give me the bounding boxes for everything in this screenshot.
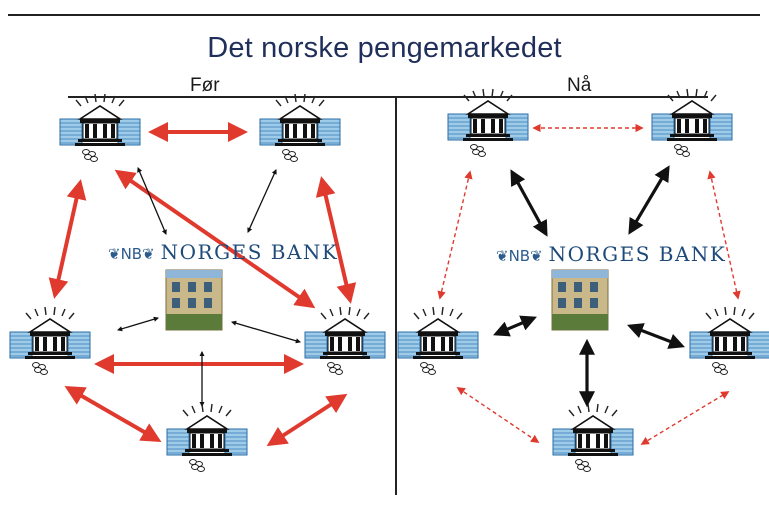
nb-name: NORGES BANK (160, 240, 339, 264)
norges-bank-logo-right: ❦NB❦ NORGES BANK (496, 242, 726, 266)
central-bank-links-before (117, 167, 301, 408)
nb-mark: ❦NB❦ (108, 245, 155, 263)
interbank-links-now (437, 123, 741, 445)
panel-label-now: Nå (567, 75, 592, 96)
page-title: Det norske pengemarkedet (207, 32, 562, 64)
interbank-links-before (48, 122, 357, 447)
norges-bank-building-icon-left (165, 269, 223, 331)
central-bank-links-now (493, 165, 685, 408)
nb-mark: ❦NB❦ (496, 247, 543, 265)
right-panel (397, 88, 769, 473)
bank-icon-left-b (166, 403, 248, 473)
norges-bank-logo-left: ❦NB❦ NORGES BANK (108, 240, 338, 264)
bank-icon-left-ml (9, 306, 91, 376)
panel-label-before: Før (190, 75, 220, 96)
left-panel (9, 93, 386, 473)
bank-icon-left-tr (259, 93, 341, 163)
norges-bank-building-icon-right (551, 269, 609, 331)
panel-header-rule (68, 96, 708, 98)
bank-icon-right-tr (651, 88, 733, 158)
bank-icon-right-b (552, 403, 634, 473)
panel-divider (395, 97, 397, 495)
bank-icon-left-mr (304, 306, 386, 376)
nb-name: NORGES BANK (548, 242, 727, 266)
bank-icon-right-tl (447, 88, 529, 158)
top-rule (8, 14, 760, 16)
bank-icon-right-mr (689, 306, 769, 376)
bank-icon-left-tl (59, 93, 141, 163)
bank-icon-right-ml (397, 306, 479, 376)
